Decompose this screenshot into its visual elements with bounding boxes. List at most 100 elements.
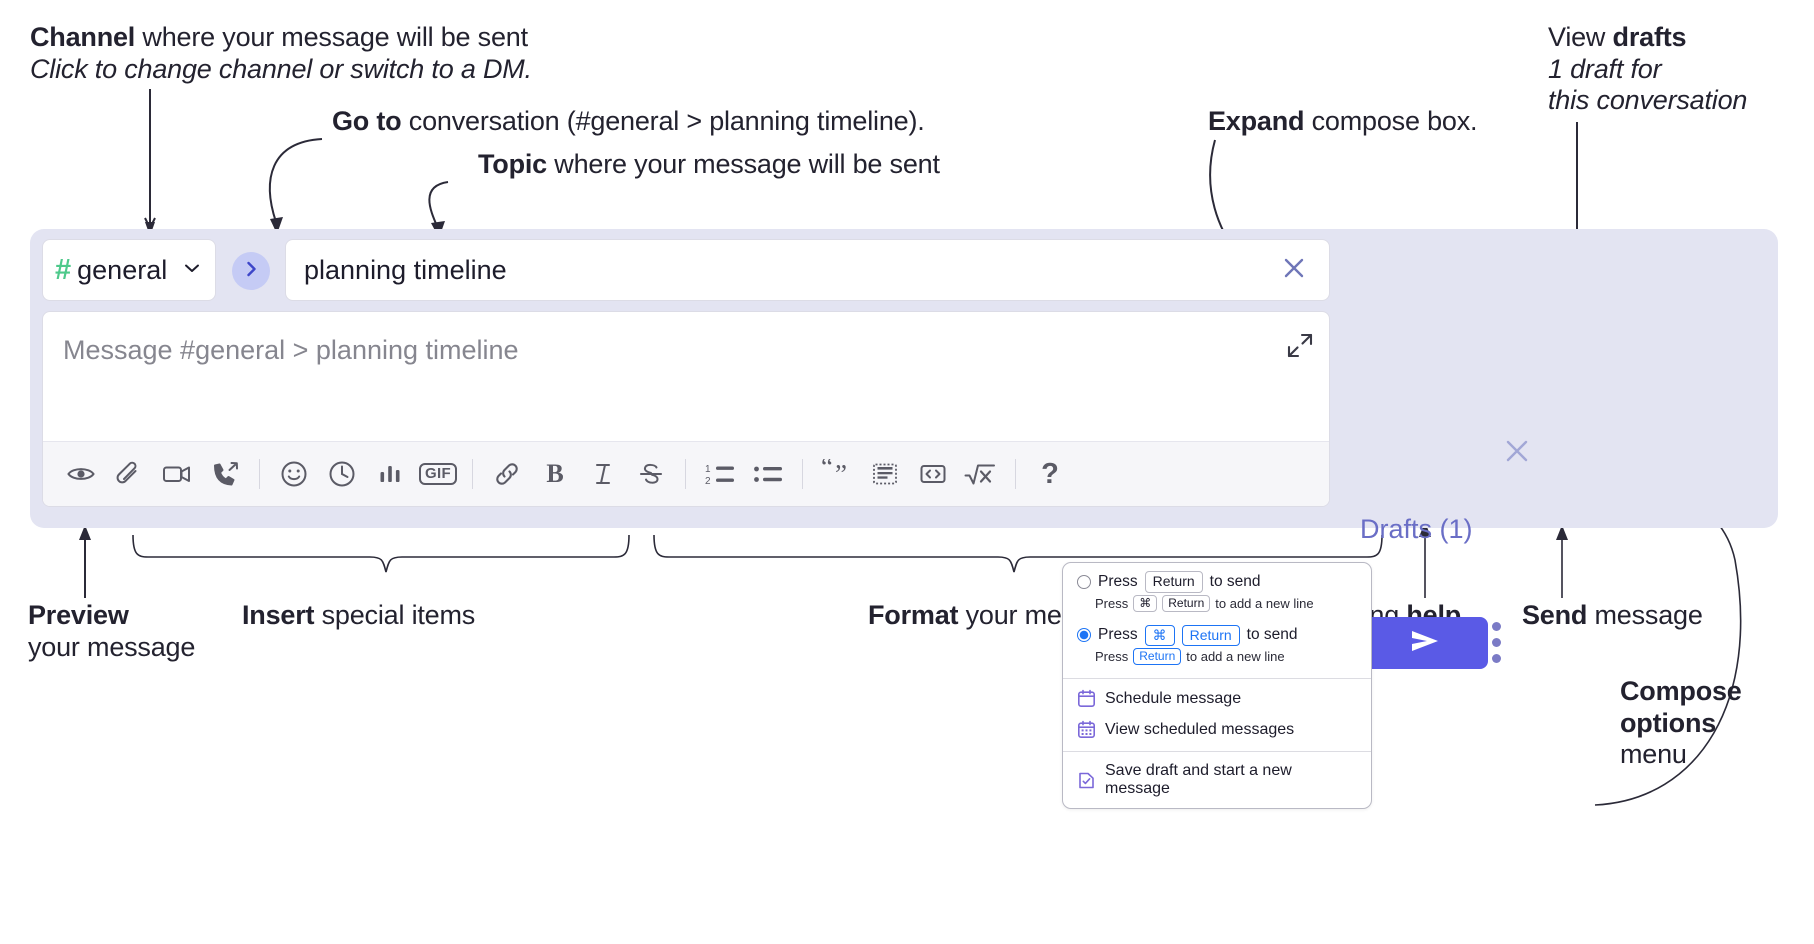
- menu-item-label: View scheduled messages: [1105, 720, 1295, 738]
- radio-selected-icon: [1077, 628, 1091, 643]
- annotation-channel-rest: where your message will be sent: [135, 22, 528, 52]
- ordered-list-icon[interactable]: 1 2: [696, 452, 744, 496]
- message-input-box[interactable]: Message #general > planning timeline: [42, 311, 1330, 507]
- blockquote-icon[interactable]: “ ”: [813, 452, 861, 496]
- svg-text:”: ”: [835, 459, 847, 489]
- bulleted-list-icon[interactable]: [744, 452, 792, 496]
- annotation-compose-line2: options: [1620, 707, 1717, 738]
- annotation-drafts-line3: this conversation: [1548, 85, 1748, 116]
- expand-compose-button[interactable]: [1285, 330, 1315, 360]
- menu-item-save-draft[interactable]: Save draft and start a new message: [1063, 756, 1371, 804]
- annotation-topic-bold: Topic: [478, 149, 547, 179]
- menu-divider: [1063, 751, 1371, 752]
- key-return: Return: [1181, 624, 1240, 646]
- code-icon[interactable]: [909, 452, 957, 496]
- link-icon[interactable]: [483, 452, 531, 496]
- menu-item-schedule-message[interactable]: Schedule message: [1063, 683, 1371, 714]
- menu-item-view-scheduled-messages[interactable]: View scheduled messages: [1063, 714, 1371, 745]
- code-block-icon[interactable]: [861, 452, 909, 496]
- formatting-help-icon[interactable]: ?: [1026, 452, 1074, 496]
- svg-text:“: “: [821, 459, 833, 482]
- drafts-link[interactable]: Drafts (1): [1360, 514, 1473, 544]
- annotation-channel: Channel where your message will be sent …: [30, 22, 532, 85]
- attachment-icon[interactable]: [105, 452, 153, 496]
- poll-icon[interactable]: [366, 452, 414, 496]
- option2-sub-press: Press: [1095, 649, 1129, 664]
- annotation-drafts: View drafts 1 draft for this conversatio…: [1548, 22, 1747, 117]
- gif-label: GIF: [419, 462, 457, 486]
- annotation-insert-rest: special items: [314, 600, 476, 630]
- annotation-compose-line3: menu: [1620, 739, 1687, 770]
- annotation-expand-bold: Expand: [1208, 106, 1305, 136]
- annotation-expand: Expand compose box.: [1208, 106, 1478, 138]
- close-icon[interactable]: [1277, 251, 1311, 290]
- annotation-compose-line1: Compose: [1620, 676, 1742, 706]
- chevron-down-icon: [181, 257, 203, 284]
- calendar-grid-icon: [1077, 720, 1096, 739]
- option2-tail: to send: [1246, 626, 1298, 644]
- annotation-send-rest: message: [1587, 600, 1703, 630]
- toolbar-separator: [802, 459, 803, 489]
- preview-icon[interactable]: [57, 452, 105, 496]
- math-icon[interactable]: [957, 452, 1005, 496]
- annotation-drafts-plain: View: [1548, 22, 1613, 52]
- compose-header-row: # general planning timeline: [42, 239, 1330, 301]
- annotation-insert-bold: Insert: [242, 600, 315, 630]
- option2-press: Press: [1098, 626, 1138, 644]
- send-option-cmd-return-sub: Press Return to add a new line: [1063, 647, 1371, 672]
- send-button[interactable]: [1362, 617, 1488, 669]
- annotation-preview-line2: your message: [28, 631, 196, 662]
- topic-input[interactable]: planning timeline: [285, 239, 1330, 301]
- toolbar-separator: [685, 459, 686, 489]
- compose-panel: # general planning timeline Message #gen…: [30, 229, 1778, 669]
- paper-plane-icon: [1405, 625, 1445, 662]
- annotation-goto-bold: Go to: [332, 106, 402, 136]
- question-mark-label: ?: [1041, 457, 1059, 490]
- bold-icon[interactable]: B: [531, 452, 579, 496]
- italic-icon[interactable]: [579, 452, 627, 496]
- annotation-preview-bold: Preview: [28, 600, 129, 630]
- annotation-topic: Topic where your message will be sent: [478, 149, 940, 181]
- annotation-channel-sub: Click to change channel or switch to a D…: [30, 53, 532, 84]
- hash-icon: #: [55, 253, 72, 286]
- message-placeholder: Message #general > planning timeline: [63, 335, 519, 365]
- go-to-conversation-button[interactable]: [232, 252, 270, 290]
- annotation-goto-rest: conversation (#general > planning timeli…: [401, 106, 925, 136]
- option2-sub-tail: to add a new line: [1186, 649, 1285, 664]
- annotation-preview: Preview your message: [28, 600, 195, 663]
- send-option-return-sub: Press ⌘ Return to add a new line: [1063, 594, 1371, 619]
- bold-label: B: [546, 459, 564, 488]
- compose-options-menu: Press Return to send Press ⌘ Return to a…: [1062, 562, 1372, 809]
- draft-check-icon: [1077, 771, 1096, 790]
- key-command: ⌘: [1144, 624, 1175, 646]
- schedule-icon[interactable]: [318, 452, 366, 496]
- key-return: Return: [1144, 571, 1203, 593]
- send-option-return[interactable]: Press Return to send: [1063, 563, 1371, 594]
- audio-clip-icon[interactable]: [201, 452, 249, 496]
- video-clip-icon[interactable]: [153, 452, 201, 496]
- annotation-drafts-line2: 1 draft for: [1548, 53, 1662, 84]
- channel-name: general: [77, 254, 168, 285]
- menu-item-label: Save draft and start a new message: [1105, 762, 1292, 797]
- send-option-cmd-return[interactable]: Press ⌘ Return to send: [1063, 619, 1371, 648]
- close-compose-button[interactable]: [1500, 434, 1534, 468]
- annotation-compose-options: Compose options menu: [1620, 676, 1742, 771]
- emoji-icon[interactable]: [270, 452, 318, 496]
- option1-press: Press: [1098, 572, 1138, 590]
- menu-divider: [1063, 678, 1371, 679]
- more-vertical-icon-dot: [1491, 637, 1501, 647]
- annotation-send: Send message: [1522, 600, 1703, 632]
- key-command: ⌘: [1133, 594, 1158, 612]
- gif-icon[interactable]: GIF: [414, 452, 462, 496]
- formatting-toolbar: GIF B: [43, 441, 1329, 506]
- compose-options-button[interactable]: [1482, 616, 1510, 668]
- annotation-expand-rest: compose box.: [1304, 106, 1478, 136]
- key-return: Return: [1133, 648, 1182, 665]
- chevron-right-icon: [241, 259, 261, 284]
- toolbar-separator: [472, 459, 473, 489]
- strikethrough-icon[interactable]: [627, 452, 675, 496]
- channel-selector[interactable]: # general: [42, 239, 216, 301]
- topic-value: planning timeline: [304, 254, 507, 285]
- menu-item-label: Schedule message: [1105, 689, 1242, 707]
- radio-unselected-icon: [1077, 574, 1091, 589]
